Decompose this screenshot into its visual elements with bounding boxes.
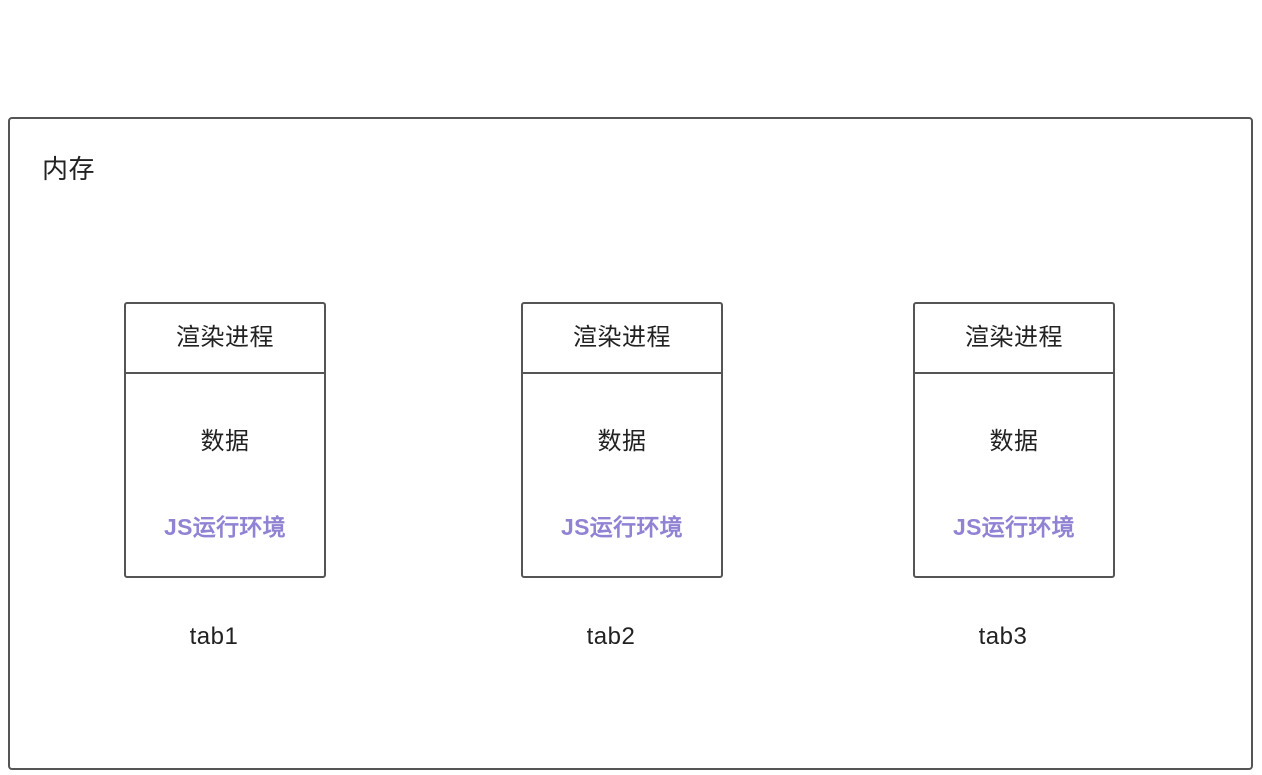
renderer-process-header-1: 渲染进程: [126, 304, 324, 374]
tab-column-3: 渲染进程 数据 JS运行环境 tab3: [913, 302, 1115, 649]
renderer-process-body-3: 数据 JS运行环境: [915, 374, 1113, 576]
tab-caption-2: tab2: [586, 623, 636, 650]
renderer-process-title-3: 渲染进程: [965, 324, 1063, 351]
renderer-process-header-2: 渲染进程: [523, 304, 721, 374]
tab-caption-1: tab1: [189, 623, 239, 650]
tab-caption-3: tab3: [978, 623, 1028, 650]
renderer-process-body-2: 数据 JS运行环境: [523, 374, 721, 576]
renderer-process-title-2: 渲染进程: [573, 324, 671, 351]
renderer-process-box-1: 渲染进程 数据 JS运行环境: [124, 302, 326, 578]
renderer-process-title-1: 渲染进程: [176, 324, 274, 351]
renderer-process-header-3: 渲染进程: [915, 304, 1113, 374]
tab-column-1: 渲染进程 数据 JS运行环境 tab1: [124, 302, 326, 649]
js-runtime-label-1: JS运行环境: [164, 514, 286, 540]
data-label-1: 数据: [200, 428, 250, 455]
data-label-3: 数据: [989, 428, 1039, 455]
renderer-process-box-2: 渲染进程 数据 JS运行环境: [521, 302, 723, 578]
data-label-2: 数据: [597, 428, 647, 455]
js-runtime-label-3: JS运行环境: [953, 514, 1075, 540]
renderer-process-body-1: 数据 JS运行环境: [126, 374, 324, 576]
tab-column-2: 渲染进程 数据 JS运行环境 tab2: [521, 302, 723, 649]
memory-container-label: 内存: [42, 154, 96, 184]
renderer-process-box-3: 渲染进程 数据 JS运行环境: [913, 302, 1115, 578]
js-runtime-label-2: JS运行环境: [561, 514, 683, 540]
